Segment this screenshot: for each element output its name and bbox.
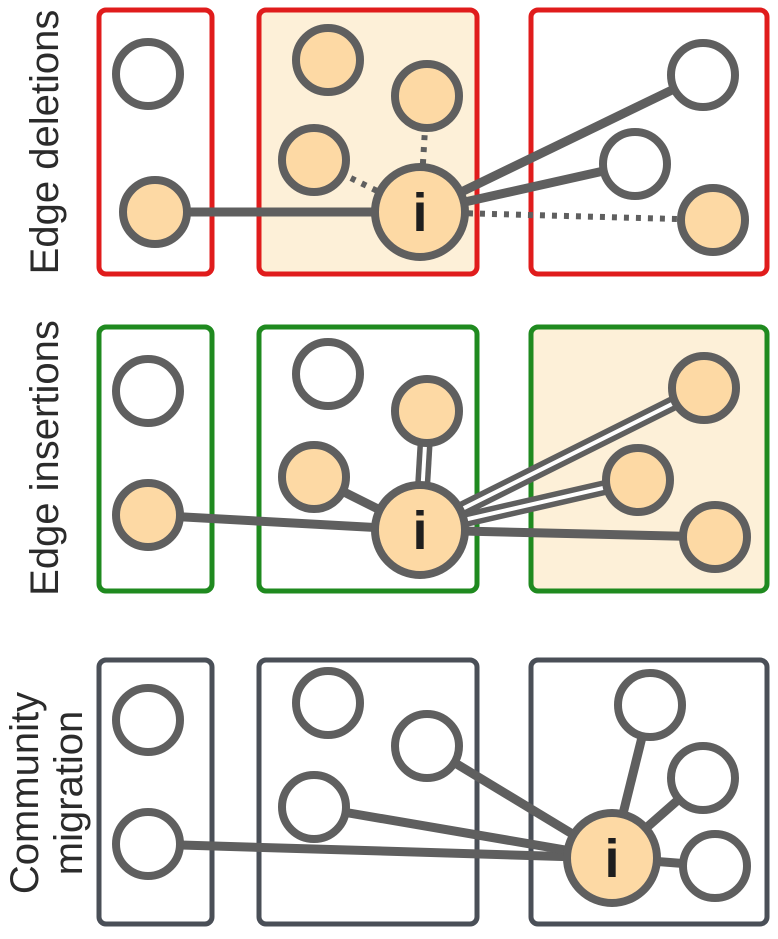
- focus-node-i: [563, 809, 661, 907]
- focus-node-i: [371, 481, 469, 579]
- row-edge-deletions: Edge deletions i: [23, 7, 770, 277]
- focus-node-label: i: [412, 183, 427, 243]
- edge-inserted-double: [416, 381, 708, 537]
- node-active: [278, 441, 350, 513]
- node-inactive: [599, 128, 671, 200]
- node-active: [668, 352, 740, 424]
- node-active: [391, 375, 463, 447]
- node-active: [679, 501, 751, 573]
- node-inactive: [391, 710, 463, 782]
- row-edge-insertions: Edge insertions i: [23, 320, 770, 596]
- node-inactive: [112, 808, 184, 880]
- edge-solid: [419, 525, 716, 542]
- node-active: [677, 184, 749, 256]
- node-inactive: [292, 338, 364, 410]
- edge-solid: [147, 839, 613, 863]
- node-inactive: [679, 830, 751, 902]
- node-active: [112, 479, 184, 551]
- row-label-community: Community: [3, 692, 47, 894]
- node-active: [278, 124, 350, 196]
- edge-solid: [418, 70, 705, 217]
- row-label-migration: migration: [47, 711, 91, 876]
- node-inactive: [667, 39, 739, 111]
- node-inactive: [278, 771, 350, 843]
- row-label-edge-deletions: Edge deletions: [23, 10, 67, 275]
- node-active: [119, 176, 191, 248]
- node-inactive: [112, 684, 184, 756]
- node-active: [602, 444, 674, 516]
- node-inactive: [112, 355, 184, 427]
- focus-node-label: i: [412, 501, 427, 561]
- row-label-edge-insertions: Edge insertions: [23, 320, 67, 596]
- edge-solid: [313, 802, 613, 863]
- node-active: [292, 24, 364, 96]
- node-inactive: [112, 38, 184, 110]
- row-community-migration: Community migration i: [3, 657, 770, 927]
- focus-node-label: i: [604, 829, 619, 889]
- node-inactive: [667, 742, 739, 814]
- node-inactive: [292, 667, 364, 739]
- node-active: [391, 60, 463, 132]
- node-inactive: [614, 669, 686, 741]
- focus-node-i: [371, 163, 469, 261]
